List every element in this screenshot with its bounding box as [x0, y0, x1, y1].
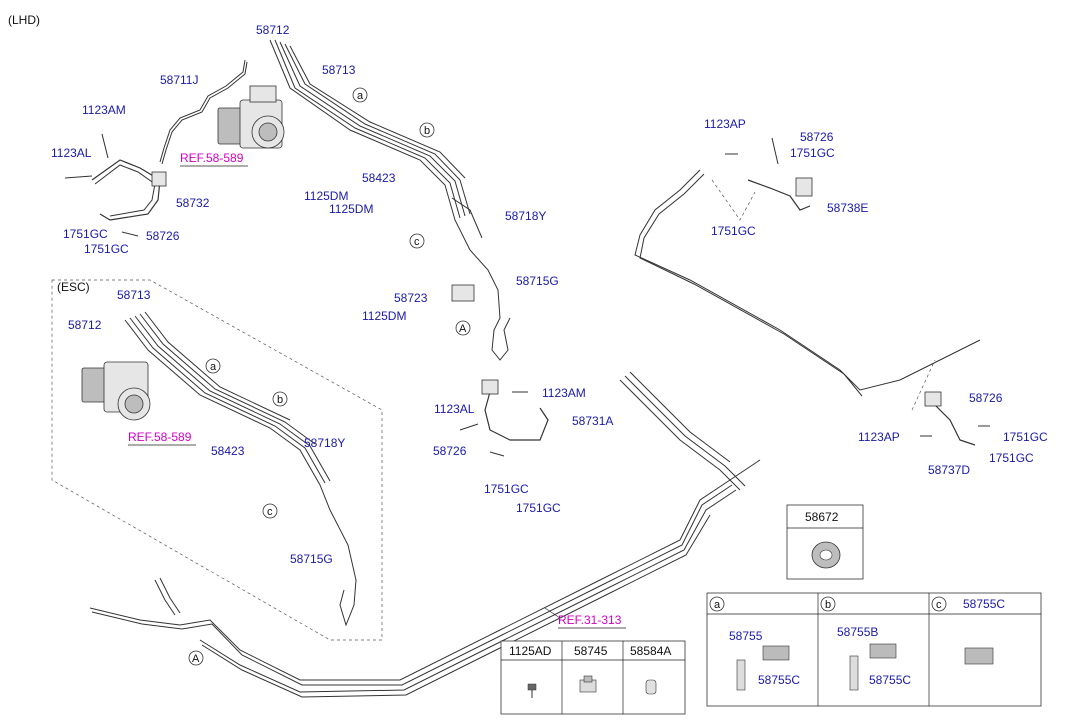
clip-b-part-2: 58755C — [869, 673, 911, 687]
callout-A-top: A — [455, 320, 471, 336]
label-58718Y-top: 58718Y — [505, 209, 546, 223]
esc-region-outline — [51, 279, 383, 641]
hardware-col-58584A: 58584A — [630, 644, 671, 658]
brake-line-58718Y — [451, 197, 483, 239]
hecu-unit-esc — [81, 361, 151, 421]
label-58726-top: 58726 — [800, 130, 834, 144]
callout-a-esc: a — [205, 358, 221, 374]
hardware-table: 1125AD 58745 58584A — [500, 640, 686, 715]
hose-58737D — [920, 391, 990, 446]
label-58715G-esc: 58715G — [290, 552, 333, 566]
brake-line-58711J — [159, 59, 246, 163]
hecu-unit-top — [217, 85, 285, 149]
clip-a-part-2: 58755C — [758, 673, 800, 687]
label-1751GC-d: 1751GC — [711, 224, 756, 238]
clip-table: a b c 58755C 58755 58755C 58755B 58755C — [706, 592, 1042, 707]
label-1123AP-top: 1123AP — [704, 117, 746, 131]
ref-58-589-esc[interactable]: REF.58-589 — [128, 430, 192, 444]
hose-58732 — [91, 159, 167, 221]
label-1123AP-right: 1123AP — [858, 430, 900, 444]
clip-icon — [579, 675, 597, 693]
svg-text:a: a — [210, 361, 217, 373]
plug-icon — [645, 679, 657, 695]
brake-line-58715G-esc — [329, 509, 357, 627]
hose-58731A — [459, 379, 549, 457]
svg-text:A: A — [459, 323, 467, 335]
bolt-1123AM-top — [101, 133, 109, 159]
callout-b-top: b — [419, 122, 435, 138]
clip-a-icon — [736, 645, 790, 691]
clip-section-b-tag: b — [825, 599, 831, 611]
ref-31-313[interactable]: REF.31-313 — [558, 613, 622, 627]
svg-text:b: b — [424, 125, 430, 137]
part-box-58672: 58672 — [786, 504, 864, 580]
label-58713-top: 58713 — [322, 63, 356, 77]
svg-text:c: c — [414, 236, 420, 248]
callout-A-bottom: A — [188, 650, 204, 666]
brake-line-rear-right — [634, 169, 981, 391]
label-1751GC-e: 1751GC — [484, 482, 529, 496]
label-58423-top: 58423 — [362, 171, 396, 185]
tube-bundle-floor — [89, 371, 761, 698]
hose-58738E — [725, 137, 813, 211]
brake-line-58715G — [469, 249, 511, 361]
label-1123AL-mid: 1123AL — [434, 402, 475, 416]
label-1123AM-mid: 1123AM — [542, 386, 586, 400]
hardware-col-58745: 58745 — [574, 644, 608, 658]
label-1125DM-a: 1125DM — [304, 189, 348, 203]
label-1751GC-g: 1751GC — [1003, 430, 1048, 444]
diagram-title: (LHD) — [8, 13, 40, 27]
label-esc: (ESC) — [57, 280, 90, 294]
label-1751GC-f: 1751GC — [516, 501, 561, 515]
label-58423-esc: 58423 — [211, 444, 245, 458]
label-58713-esc: 58713 — [117, 288, 151, 302]
label-58718Y-esc: 58718Y — [304, 436, 345, 450]
clip-b-part-1: 58755B — [837, 625, 878, 639]
tube-bundle-top — [269, 39, 471, 251]
part-box-58672-label: 58672 — [805, 510, 839, 524]
label-58711J: 58711J — [160, 73, 198, 87]
svg-text:c: c — [267, 506, 273, 518]
label-1125DM-b: 1125DM — [329, 202, 373, 216]
callout-c-esc: c — [262, 503, 278, 519]
label-58732: 58732 — [176, 196, 210, 210]
svg-text:b: b — [277, 394, 283, 406]
bolt-1123AL-top — [64, 175, 93, 179]
svg-text:A: A — [192, 653, 200, 665]
svg-text:a: a — [357, 90, 364, 102]
label-1123AM-top: 1123AM — [82, 103, 126, 117]
label-1751GC-b: 1751GC — [84, 242, 129, 256]
callout-c-top: c — [409, 233, 425, 249]
callout-b-esc: b — [272, 391, 288, 407]
bolt-icon — [527, 683, 537, 698]
tube-bundle-esc — [124, 311, 331, 511]
callout-a-top: a — [352, 87, 368, 103]
clip-c-icon — [964, 647, 994, 665]
label-58723: 58723 — [394, 291, 428, 305]
label-1751GC-h: 1751GC — [989, 451, 1034, 465]
label-1125DM-c: 1125DM — [362, 309, 406, 323]
bolt-58726-left — [121, 231, 139, 237]
label-1751GC-a: 1751GC — [63, 227, 108, 241]
label-58731A: 58731A — [572, 414, 613, 428]
clip-section-c-header: 58755C — [963, 597, 1005, 611]
bracket-58723 — [451, 284, 475, 302]
clip-section-c-tag: c — [936, 599, 942, 611]
label-1751GC-c: 1751GC — [790, 146, 835, 160]
ref-58-589-top[interactable]: REF.58-589 — [180, 151, 244, 165]
clip-b-icon — [849, 643, 897, 691]
clip-a-part-1: 58755 — [729, 629, 763, 643]
label-1123AL-top: 1123AL — [51, 146, 92, 160]
label-58737D: 58737D — [928, 463, 970, 477]
label-58726-right: 58726 — [969, 391, 1003, 405]
label-58712-top: 58712 — [256, 23, 290, 37]
hardware-col-1125AD: 1125AD — [509, 644, 552, 658]
label-58726-left: 58726 — [146, 229, 180, 243]
label-58715G-top: 58715G — [516, 274, 559, 288]
label-58738E: 58738E — [827, 201, 868, 215]
label-58712-esc: 58712 — [68, 318, 102, 332]
clip-section-a-tag: a — [714, 599, 721, 611]
label-58726-mid: 58726 — [433, 444, 467, 458]
